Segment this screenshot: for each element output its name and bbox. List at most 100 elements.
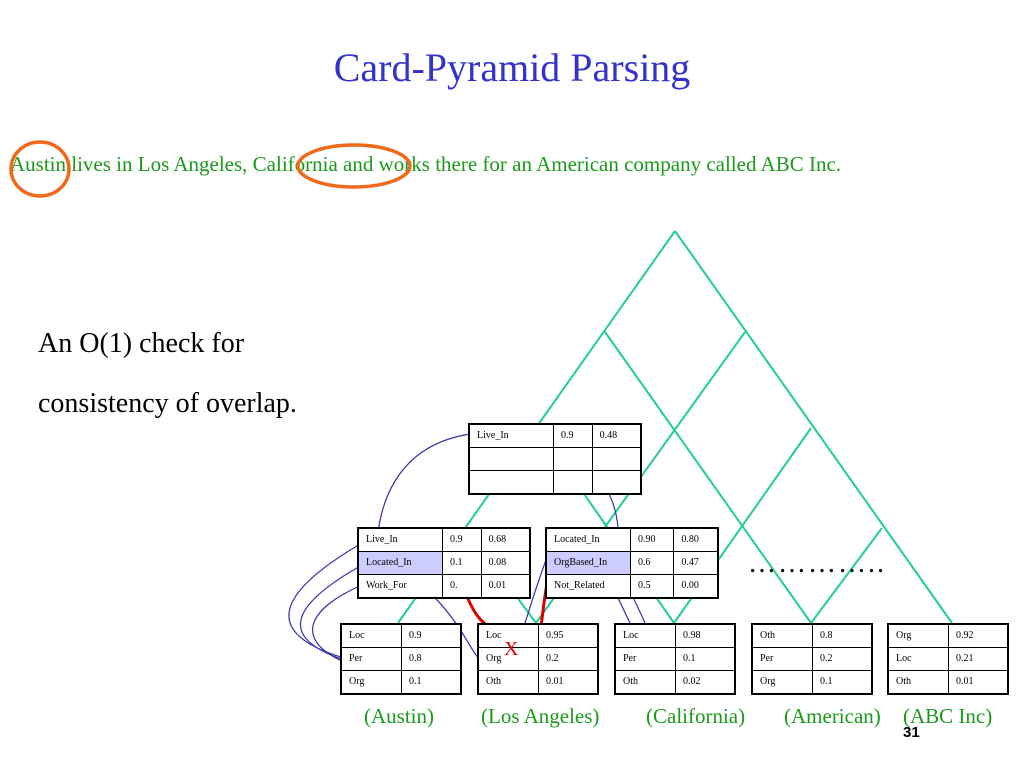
table-cell: Loc bbox=[340, 623, 402, 648]
table-cell bbox=[591, 470, 642, 495]
table-cell bbox=[468, 447, 554, 471]
table-cell: 0.1 bbox=[812, 670, 873, 695]
table-cell: 0.2 bbox=[812, 647, 873, 671]
table-cell: 0.1 bbox=[675, 647, 736, 671]
table-cell: 0.68 bbox=[480, 527, 531, 552]
table-cell: Oth bbox=[887, 670, 949, 695]
example-sentence: Austin lives in Los Angeles, California … bbox=[10, 152, 842, 176]
table-cell: 0.1 bbox=[401, 670, 462, 695]
table-cell: 0.1 bbox=[442, 551, 482, 575]
table-cell: Live_In bbox=[357, 527, 443, 552]
table-cell: 0. bbox=[442, 574, 482, 599]
table-cell: 0.08 bbox=[480, 551, 531, 575]
austin-circle bbox=[9, 140, 71, 198]
link-curve bbox=[312, 584, 363, 663]
table-cell: 0.5 bbox=[629, 574, 675, 599]
conflict-x-mark: X bbox=[504, 638, 519, 660]
table-cell: 0.47 bbox=[673, 551, 719, 575]
table-cell: 0.92 bbox=[948, 623, 1009, 648]
table-cell: Org bbox=[887, 623, 949, 648]
table-cell: 0.01 bbox=[948, 670, 1009, 695]
table-cell: Work_For bbox=[357, 574, 443, 599]
page-number: 31 bbox=[903, 724, 920, 741]
table-cell: Loc bbox=[477, 623, 539, 648]
table-cell: Per bbox=[751, 647, 813, 671]
word-label-california: (California) bbox=[646, 704, 746, 728]
california-circle bbox=[296, 143, 412, 189]
table-cell bbox=[553, 470, 593, 495]
table-cell: Not_Related bbox=[545, 574, 631, 599]
table-cell: 0.9 bbox=[442, 527, 482, 552]
table-cell: Oth bbox=[614, 670, 676, 695]
table-cell-highlighted: OrgBased_In bbox=[545, 551, 631, 575]
word-label-los-angeles: (Los Angeles) bbox=[481, 704, 600, 728]
table-cell: Org bbox=[477, 647, 539, 671]
table-row bbox=[468, 470, 642, 495]
table-cell: Org bbox=[340, 670, 402, 695]
slide-title: Card-Pyramid Parsing bbox=[333, 45, 691, 90]
table-cell: 0.6 bbox=[629, 551, 675, 575]
pyramid-right-edge bbox=[674, 230, 953, 624]
table-cell bbox=[591, 447, 642, 471]
ellipsis: ………….. bbox=[748, 548, 886, 579]
pyramid-diagonal bbox=[604, 331, 812, 624]
table-cell: 0.8 bbox=[401, 647, 462, 671]
table-cell: 0.21 bbox=[948, 647, 1009, 671]
table-cell: 0.9 bbox=[553, 423, 593, 448]
table-cell: Oth bbox=[751, 623, 813, 648]
word-label-austin: (Austin) bbox=[364, 704, 434, 728]
table-cell: 0.98 bbox=[675, 623, 736, 648]
table-row bbox=[468, 447, 642, 471]
table-cell: 0.2 bbox=[538, 647, 599, 671]
table-cell: 0.8 bbox=[812, 623, 873, 648]
link-curve bbox=[299, 564, 363, 661]
table-cell: 0.00 bbox=[673, 574, 719, 599]
table-cell: 0.02 bbox=[675, 670, 736, 695]
table-cell: 0.90 bbox=[629, 527, 675, 552]
table-cell: Org bbox=[751, 670, 813, 695]
table-cell: Located_In bbox=[545, 527, 631, 552]
body-text-line-1: An O(1) check for bbox=[38, 328, 245, 359]
table-cell: 0.01 bbox=[538, 670, 599, 695]
body-text-line-2: consistency of overlap. bbox=[38, 388, 297, 419]
table-cell: Live_In bbox=[468, 423, 554, 448]
table-cell: 0.9 bbox=[401, 623, 462, 648]
word-label-abc-inc: (ABC Inc) bbox=[903, 704, 993, 728]
table-cell bbox=[553, 447, 593, 471]
highlight-circles bbox=[9, 140, 412, 198]
word-label-american: (American) bbox=[784, 704, 881, 728]
pyramid-diagonal bbox=[810, 527, 883, 624]
table-cell: Loc bbox=[614, 623, 676, 648]
table-cell: Per bbox=[614, 647, 676, 671]
table-cell: Per bbox=[340, 647, 402, 671]
table-cell: Oth bbox=[477, 670, 539, 695]
table-cell: 0.95 bbox=[538, 623, 599, 648]
table-cell: 0.80 bbox=[673, 527, 719, 552]
